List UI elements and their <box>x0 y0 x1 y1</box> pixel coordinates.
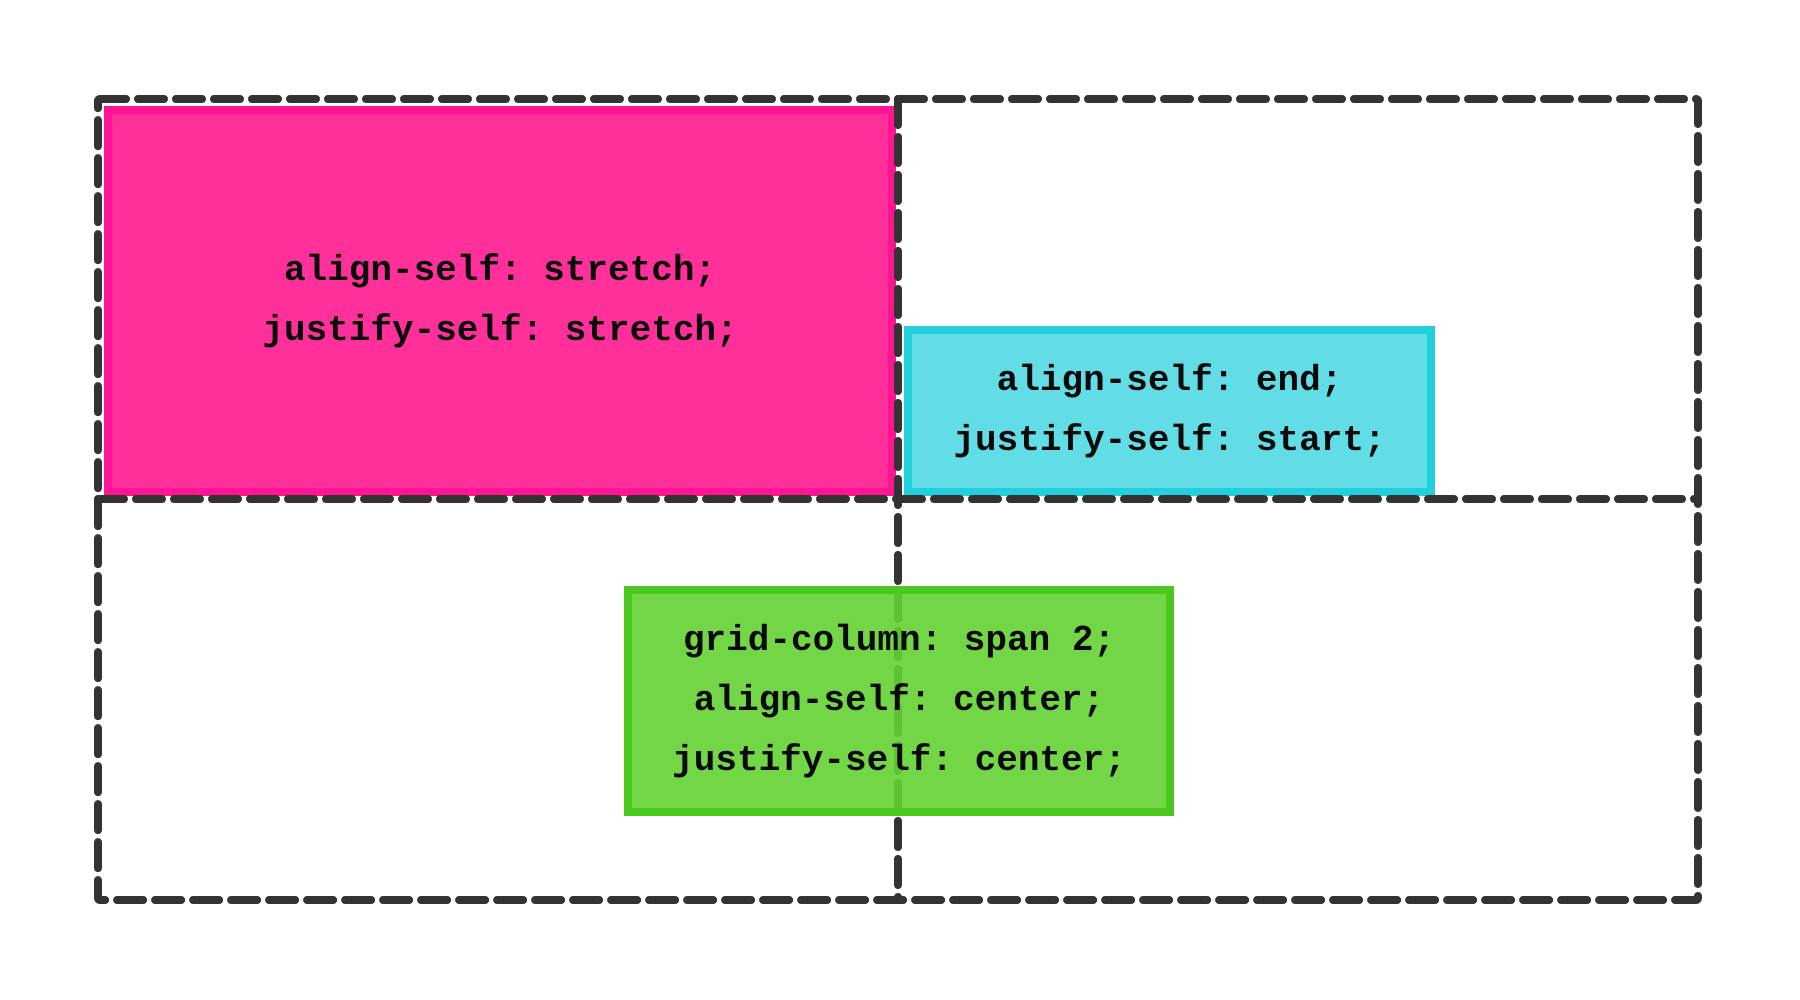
end-start-item-box: align-self: end; justify-self: start; <box>904 326 1435 496</box>
center-span-item-line-2: align-self: center; <box>693 680 1105 721</box>
stretch-item-line-1: align-self: stretch; <box>283 250 717 291</box>
center-span-item-box: grid-column: span 2; align-self: center;… <box>624 586 1174 816</box>
end-start-item-line-1: align-self: end; <box>996 360 1343 401</box>
center-span-item-line-3: justify-self: center; <box>672 740 1126 781</box>
center-span-item-line-1: grid-column: span 2; <box>682 620 1116 661</box>
stretch-item-line-2: justify-self: stretch; <box>262 310 738 351</box>
stretch-item-box: align-self: stretch; justify-self: stret… <box>104 106 896 496</box>
end-start-item-line-2: justify-self: start; <box>953 420 1386 461</box>
